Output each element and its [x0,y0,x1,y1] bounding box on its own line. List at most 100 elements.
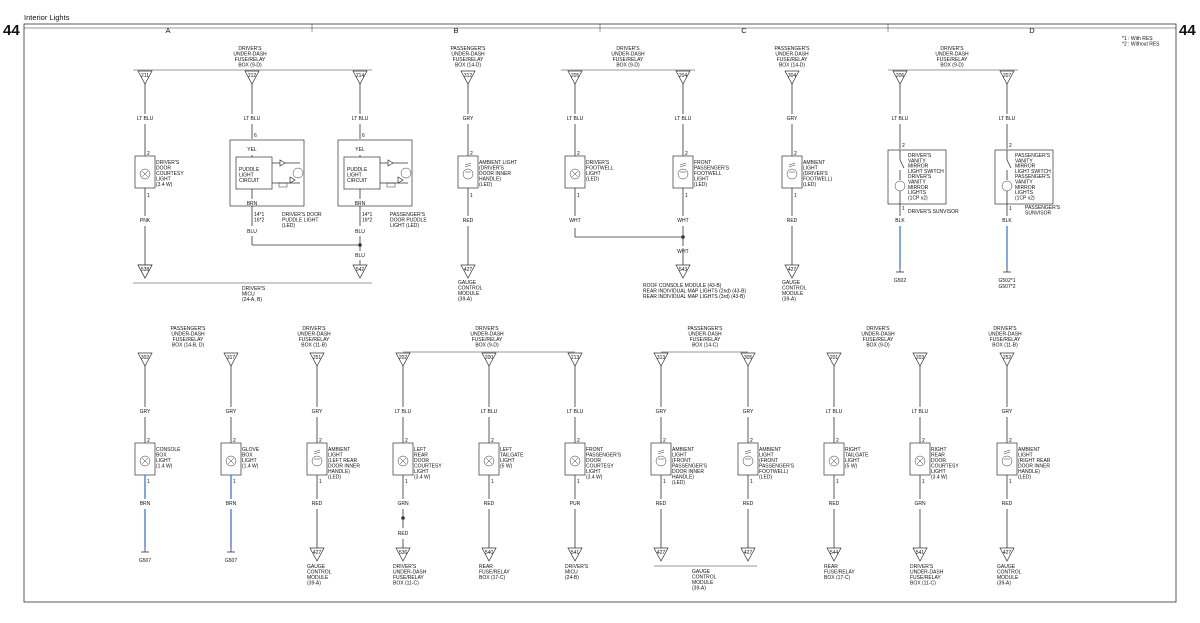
connector-number: 204 [679,73,688,79]
pin-number: 1 [902,206,905,212]
component-label: DOOR [156,166,171,172]
vanity-mirror-module [994,149,1054,205]
bulb-icon [914,455,926,467]
pin-number: 2 [922,438,925,444]
component-label: LIGHT [156,177,171,183]
connector-number: 203 [916,355,925,361]
bulb-box [909,442,931,476]
wire-color: GRY [463,116,474,122]
source-connector [675,70,691,85]
led-ray [464,162,472,166]
pin-number: 1 [470,193,473,199]
destination-label: CONTROL [782,286,807,292]
component-label: BOX [156,453,167,459]
component-label: (LED) [328,475,341,481]
component-label: REAR [414,453,428,459]
pin-number: 2 [233,438,236,444]
destination-connector [740,547,756,562]
wire-color: WHT [569,218,580,224]
destination-label: (39-A) [692,586,706,592]
wire-color: LT BLU [826,409,843,415]
bulb-box [478,442,500,476]
splice-point [681,235,685,239]
component-label: PASSENGER'S [586,453,622,459]
destination-label: MODULE [307,575,329,581]
led-icon [292,167,304,179]
fuse-box-label: BOX (14-B, D) [172,343,205,349]
fuse-box-label: DRIVER'S [238,46,262,52]
bulb-icon [225,455,237,467]
fuse-box-label: FUSE/RELAY [613,57,644,63]
circuit-label: LIGHT [347,173,362,179]
pin-number: 2 [319,438,322,444]
source-connector [826,352,842,367]
source-connector [481,352,497,367]
wire-color: LT BLU [912,409,929,415]
destination-label: MICU [565,570,578,576]
fuse-box-label: FUSE/RELAY [173,337,204,343]
fuse-box-label: UNDER-DASH [935,52,969,58]
connector-number: 252 [1003,355,1012,361]
pin-number: 1 [147,193,150,199]
component-label: LIGHT [242,458,257,464]
pin-number: 2 [577,438,580,444]
column-header: B [453,26,458,35]
component-label: RIGHT [845,447,861,453]
destination-connector [567,547,583,562]
component-label: VANITY [908,180,926,186]
destination-label: REAR [479,564,493,570]
destination-connector [395,547,411,562]
page-number-right: 44 [1179,22,1196,39]
led-ray [657,449,665,453]
fuse-box-label: UNDER-DASH [611,52,645,58]
connector-number: 201 [830,355,839,361]
micu-label: (24-A, B) [242,297,262,303]
destination-label: (39-A) [307,581,321,587]
led-icon [786,168,798,180]
connector-number: 427 [788,267,797,273]
component-label: AMBIENT [1018,447,1040,453]
ground-label: G507*2 [999,284,1016,290]
component-label: PUDDLE LIGHT [282,218,318,224]
pin-number: 2 [663,438,666,444]
connector-number: 211 [141,73,149,79]
fuse-box-label: BOX (9-D) [616,63,640,69]
component-label: MIRROR [1015,164,1036,170]
fuse-box-label: UNDER-DASH [988,332,1022,338]
destination-label: CONTROL [307,570,332,576]
wire-color: BLU [355,253,365,259]
component-label: MIRROR [1015,185,1036,191]
column-header: D [1029,26,1035,35]
component-label: FOOTWELL [694,171,722,177]
led-ray [657,451,665,455]
led-ray [1003,449,1011,453]
wire-color: BLK [1002,218,1012,224]
led-icon [311,455,323,467]
wire-color: YEL [355,147,365,153]
connector-number: 213 [571,355,580,361]
fuse-box-label: BOX (11-B) [992,343,1018,349]
connector-number: 312 [464,73,473,79]
wire-color: YEL [247,147,257,153]
wire-color: RED [312,501,323,507]
component-label: LIGHTS [908,190,927,196]
source-connector [309,352,325,367]
component-label: LIGHT [803,166,818,172]
wire-color: WHT [677,249,688,255]
destination-label: UNDER-DASH [393,570,427,576]
wire-color: RED [398,531,409,537]
resistor-icon [278,182,288,188]
component-label: LIGHT [845,458,860,464]
wire-color: RED [787,218,798,224]
component-label: DOOR [414,458,429,464]
connector-number: 427 [657,550,666,556]
led-icon [400,167,412,179]
destination-label: GAUGE [692,569,711,575]
wire-color: LT BLU [892,116,909,122]
pin-number: 1 [577,193,580,199]
fuse-box-label: PASSENGER'S [170,326,206,332]
diode-icon [387,159,394,167]
destination-connector [784,264,800,279]
fuse-box-label: UNDER-DASH [688,332,722,338]
